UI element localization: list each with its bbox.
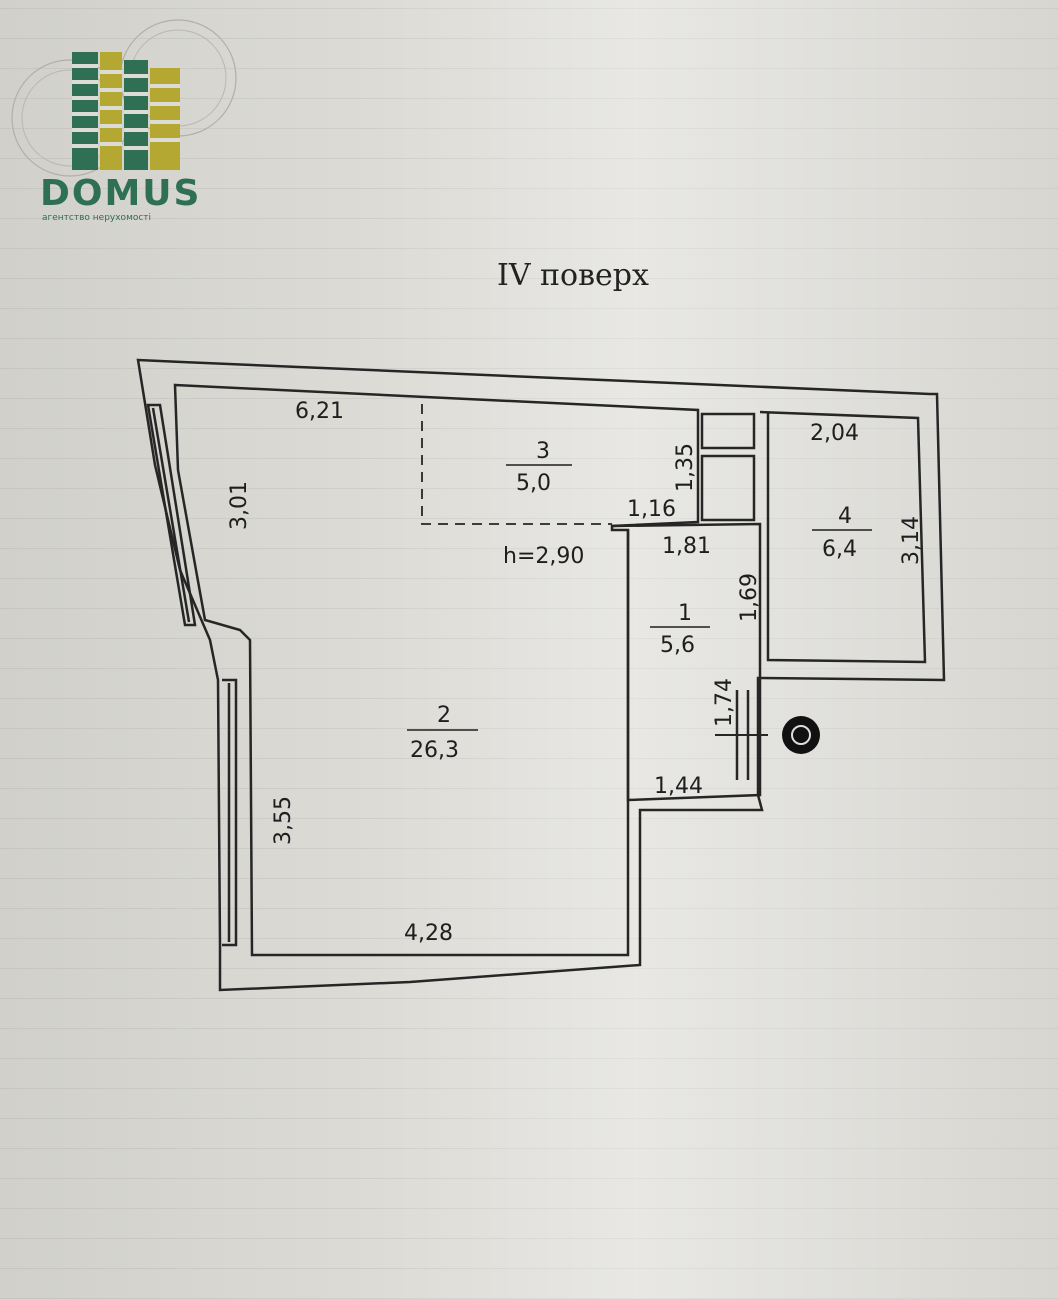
svg-text:26,3: 26,3 — [410, 738, 459, 763]
dim-1-69: 1,69 — [737, 573, 762, 622]
logo-brand: DOMUS — [40, 173, 201, 214]
dim-3-14: 3,14 — [899, 516, 924, 565]
window-lower-left — [222, 678, 238, 947]
room-labels: 1 5,6 2 26,3 3 5,0 4 6,4 — [407, 439, 872, 763]
dim-3-55: 3,55 — [271, 796, 296, 845]
dim-1-81: 1,81 — [662, 534, 711, 559]
dim-3-01: 3,01 — [227, 481, 252, 530]
dim-1-74: 1,74 — [712, 678, 737, 727]
room-1-label: 1 5,6 — [650, 601, 710, 658]
logo-buildings-icon — [72, 52, 180, 170]
dimension-labels: 6,21 3,01 3,55 4,28 1,35 1,16 1,81 1,69 … — [227, 399, 924, 946]
main-room-inner-wall — [173, 383, 700, 957]
walls — [136, 358, 946, 992]
floor-title: IV поверх — [497, 258, 649, 293]
dim-2-04: 2,04 — [810, 421, 859, 446]
domus-logo: DOMUS агентство нерухомості — [11, 19, 237, 223]
bathroom-wall — [611, 522, 762, 802]
svg-text:3: 3 — [536, 439, 550, 464]
vent-shaft-2 — [700, 454, 756, 522]
room-4-wall — [759, 410, 927, 664]
dim-6-21: 6,21 — [295, 399, 344, 424]
zone-3-dashed-boundary — [421, 404, 612, 525]
dim-1-35: 1,35 — [673, 443, 698, 492]
window-left — [146, 403, 197, 627]
dim-4-28: 4,28 — [404, 921, 453, 946]
ceiling-height: h=2,90 — [503, 544, 584, 569]
dim-1-44: 1,44 — [654, 774, 703, 799]
vent-shaft-1 — [700, 412, 756, 450]
logo-tagline: агентство нерухомості — [42, 213, 151, 223]
svg-text:2: 2 — [437, 703, 451, 728]
svg-text:5,6: 5,6 — [660, 633, 695, 658]
dim-1-16: 1,16 — [627, 497, 676, 522]
svg-text:1: 1 — [678, 601, 692, 626]
room-3-label: 3 5,0 — [506, 439, 572, 496]
riser-icon — [715, 716, 820, 754]
outer-wall — [136, 358, 946, 992]
svg-text:5,0: 5,0 — [516, 471, 551, 496]
svg-text:4: 4 — [838, 504, 852, 529]
room-4-label: 4 6,4 — [812, 504, 872, 562]
svg-text:6,4: 6,4 — [822, 537, 857, 562]
room-2-label: 2 26,3 — [407, 703, 478, 763]
